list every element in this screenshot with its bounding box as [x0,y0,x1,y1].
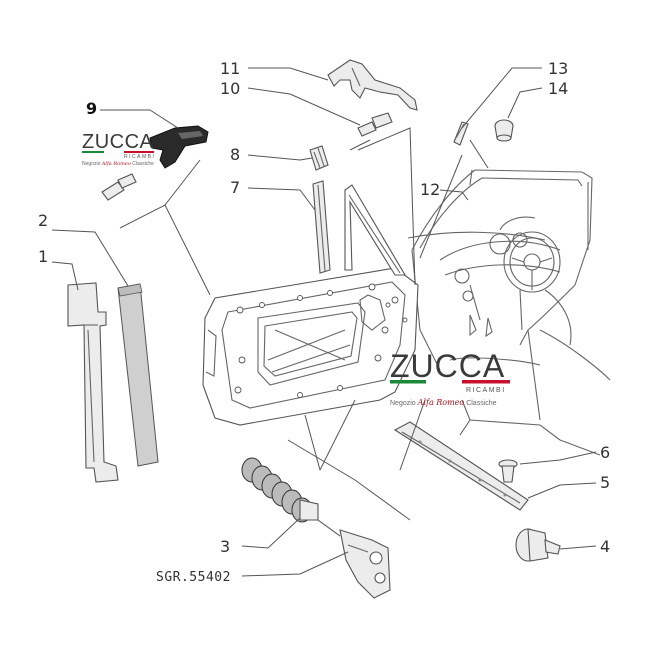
part-2-foam-strip [117,283,159,467]
part-8-clip [309,145,329,171]
part-label-2: 2 [38,211,48,230]
part-label-3: 3 [220,537,230,556]
part-label-14: 14 [548,79,568,98]
flag-red-stripe [124,151,154,153]
leader-lines [51,67,597,577]
part-label-5: 5 [600,473,610,492]
door-panel [202,267,419,426]
logo-subtitle: RICAMBI [466,387,506,394]
part-6-plug [498,459,518,483]
part-9-pin [101,173,137,201]
part-label-10: 10 [220,79,240,98]
part-1-channel [67,282,119,483]
part-13-trim-strip [453,121,469,146]
flag-white-stripe [426,380,462,384]
watermark-logo-large: ZUCCA RICAMBI Negozio Alfa Romeo Classic… [390,348,510,407]
car-body-outline [407,169,611,456]
part-3-spring [241,457,319,523]
part-7-seal-strip [312,180,331,274]
logo-subtitle: RICAMBI [124,154,155,160]
window-frame [344,184,406,276]
flag-white-stripe [104,151,124,153]
part-11-hinge-bracket [327,59,418,111]
part-9-check-arm [149,125,209,169]
part-label-12: 12 [420,180,440,199]
part-10-bolt [357,112,393,137]
part-14-plug [494,119,514,142]
logo-tagline: Negozio Alfa Romeo Classiche [390,398,497,407]
part-label-9: 9 [86,99,97,118]
part-labels: 11 10 9 8 7 2 1 13 14 12 6 5 4 3 SGR.554… [38,59,610,585]
part-4-bump-stop [515,528,561,562]
logo-name: ZUCCA [82,131,154,153]
part-label-13: 13 [548,59,568,78]
part-5-sill-plate [393,421,529,511]
part-label-7: 7 [230,178,240,197]
part-label-1: 1 [38,247,48,266]
logo-name: ZUCCA [390,348,505,384]
part-code-label: SGR.55402 [156,570,231,585]
flag-red-stripe [462,380,510,384]
part-label-8: 8 [230,145,240,164]
part-sgr-55402-door-lock [317,519,391,599]
flag-green-stripe [82,151,104,153]
part-label-11: 11 [220,59,240,78]
part-label-6: 6 [600,443,610,462]
watermark-logo-small: ZUCCA RICAMBI Negozio Alfa Romeo Classic… [82,131,155,167]
flag-green-stripe [390,380,426,384]
logo-tagline: Negozio Alfa Romeo Classiche [82,161,154,167]
part-label-4: 4 [600,537,610,556]
